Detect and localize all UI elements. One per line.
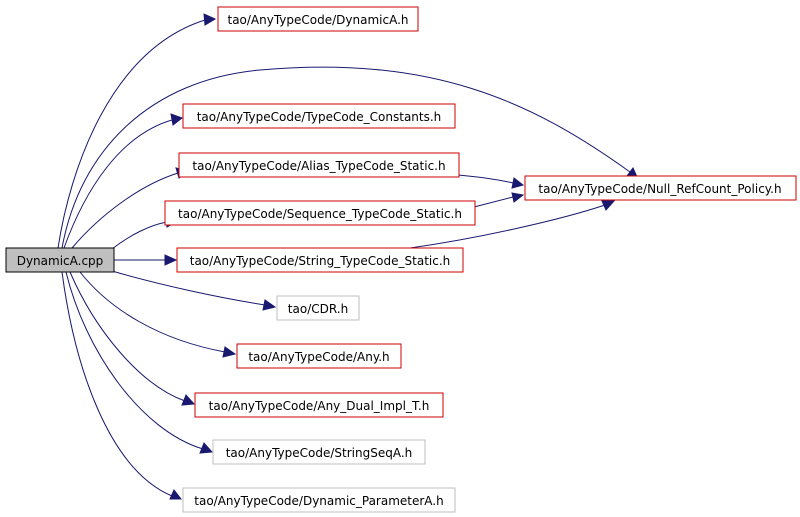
edge-sequence-to-null-refcount — [473, 192, 525, 208]
node-label: tao/AnyTypeCode/Null_RefCount_Policy.h — [538, 182, 781, 196]
edge-root-stringseqa — [65, 271, 214, 454]
node-dynamic-parametera-h[interactable]: tao/AnyTypeCode/Dynamic_ParameterA.h — [182, 487, 456, 513]
edge-root-string-typecode-static — [114, 254, 178, 266]
node-label: tao/AnyTypeCode/Dynamic_ParameterA.h — [194, 494, 443, 508]
node-label: tao/AnyTypeCode/Sequence_TypeCode_Static… — [178, 207, 462, 221]
edge-root-dynamica-h — [57, 13, 217, 249]
edge-root-typecode-constants — [63, 113, 184, 249]
edge-root-cdr — [111, 270, 277, 311]
node-label: tao/AnyTypeCode/Any.h — [248, 350, 389, 364]
edge-root-dynamic-parametera — [61, 271, 183, 500]
node-dynamica-h[interactable]: tao/AnyTypeCode/DynamicA.h — [217, 6, 419, 32]
edge-root-any-dual-impl-t — [69, 271, 196, 406]
edge-alias-to-null-refcount — [457, 174, 525, 189]
node-label: tao/AnyTypeCode/StringSeqA.h — [226, 446, 413, 460]
edge-string-to-null-refcount — [409, 200, 616, 249]
node-any-h[interactable]: tao/AnyTypeCode/Any.h — [236, 343, 402, 369]
node-typecode-constants[interactable]: tao/AnyTypeCode/TypeCode_Constants.h — [182, 103, 456, 129]
node-dynamica-cpp: DynamicA.cpp — [5, 247, 115, 273]
node-label: tao/CDR.h — [288, 302, 348, 316]
node-label: tao/AnyTypeCode/Alias_TypeCode_Static.h — [192, 159, 445, 173]
node-stringseqa-h[interactable]: tao/AnyTypeCode/StringSeqA.h — [212, 439, 426, 465]
node-label: DynamicA.cpp — [17, 254, 104, 268]
node-any-dual-impl-t[interactable]: tao/AnyTypeCode/Any_Dual_Impl_T.h — [194, 392, 444, 418]
edge-root-any — [79, 271, 237, 358]
node-string-typecode-static[interactable]: tao/AnyTypeCode/String_TypeCode_Static.h — [176, 247, 464, 273]
node-label: tao/AnyTypeCode/Any_Dual_Impl_T.h — [209, 399, 430, 413]
node-cdr-h[interactable]: tao/CDR.h — [276, 295, 360, 321]
node-label: tao/AnyTypeCode/String_TypeCode_Static.h — [190, 254, 451, 268]
node-label: tao/AnyTypeCode/DynamicA.h — [227, 13, 408, 27]
node-alias-typecode-static[interactable]: tao/AnyTypeCode/Alias_TypeCode_Static.h — [178, 152, 460, 178]
node-null-refcount-policy[interactable]: tao/AnyTypeCode/Null_RefCount_Policy.h — [524, 175, 797, 201]
node-label: tao/AnyTypeCode/TypeCode_Constants.h — [197, 110, 442, 124]
node-sequence-typecode-static[interactable]: tao/AnyTypeCode/Sequence_TypeCode_Static… — [164, 200, 476, 226]
